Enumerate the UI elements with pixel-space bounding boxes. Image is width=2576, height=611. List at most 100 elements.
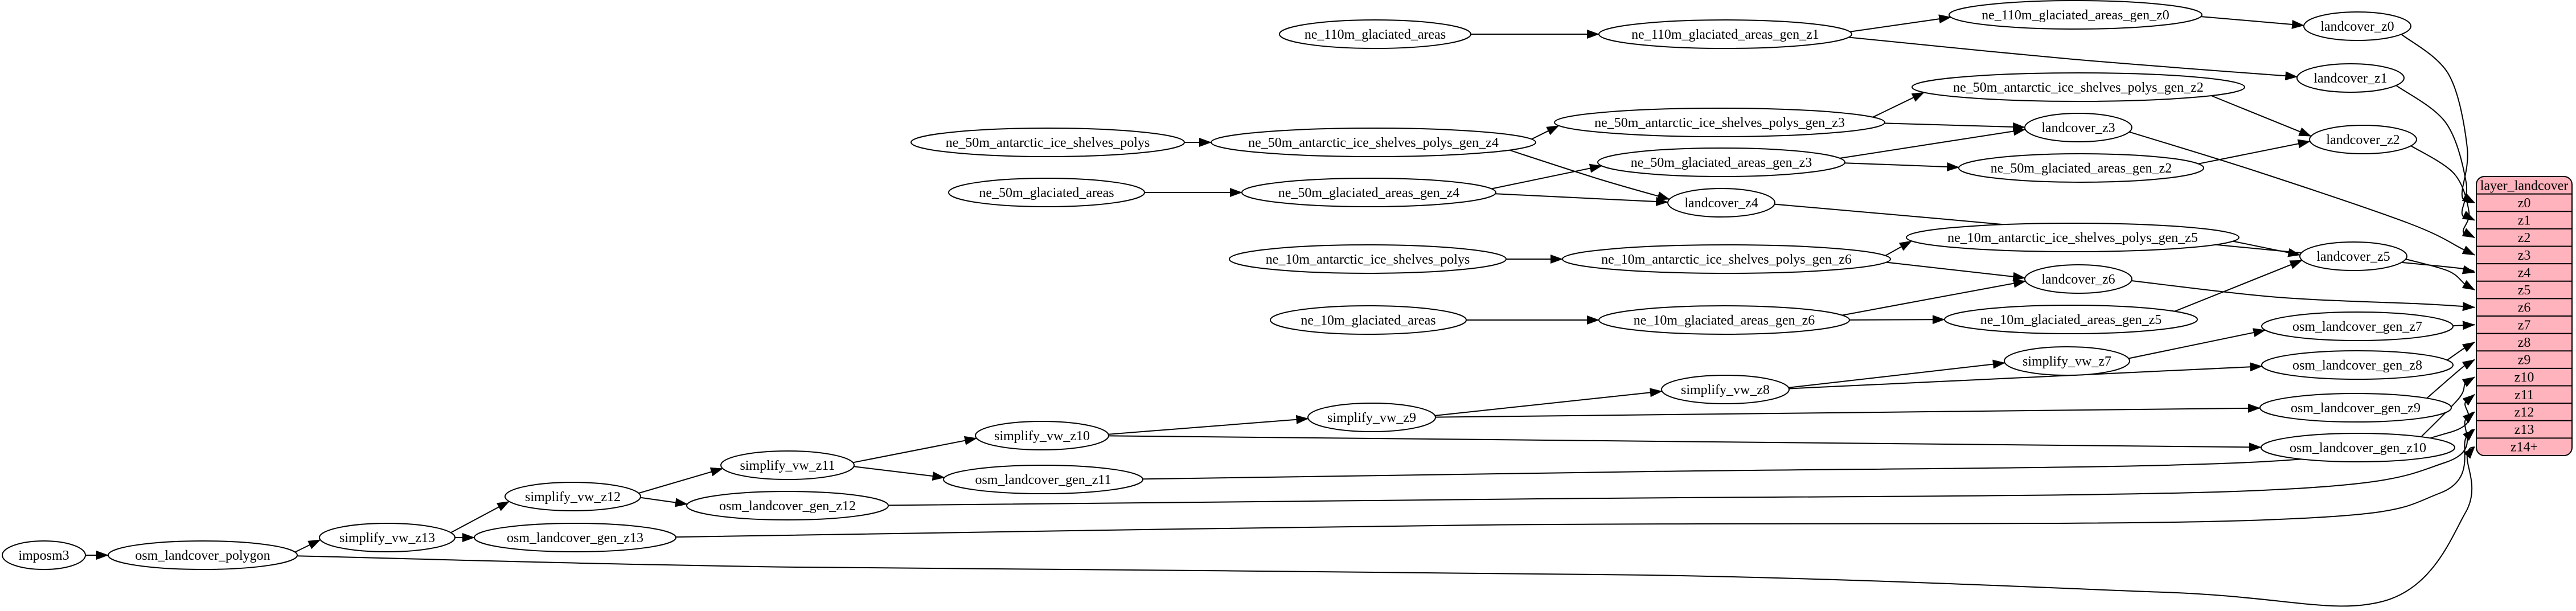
node-ne_50m_glaciated_areas_gen_z2: ne_50m_glaciated_areas_gen_z2 (1958, 153, 2204, 183)
node-simplify_vw_z11: simplify_vw_z11 (720, 450, 855, 480)
table-row-z0: z0 (2518, 196, 2531, 211)
node-label-landcover_z6: landcover_z6 (2041, 272, 2115, 287)
node-shape-landcover_z6 (2024, 264, 2132, 294)
node-label-ne_50m_glaciated_areas_gen_z4: ne_50m_glaciated_areas_gen_z4 (1278, 186, 1460, 200)
node-shape-ne_110m_glaciated_areas_gen_z1 (1598, 19, 1852, 49)
edge-simplify_vw_z10-to-osm_landcover_gen_z10 (1108, 435, 2262, 452)
node-ne_110m_glaciated_areas: ne_110m_glaciated_areas (1279, 19, 1471, 49)
node-landcover_z1: landcover_z1 (2296, 63, 2405, 93)
edge-ne_50m_antarctic_ice_shelves_polys_gen_z4-to-landcover_z4 (1509, 149, 1670, 200)
node-shape-ne_50m_glaciated_areas_gen_z4 (1241, 178, 1496, 207)
node-label-ne_110m_glaciated_areas_gen_z0: ne_110m_glaciated_areas_gen_z0 (1982, 8, 2169, 23)
table-row-z13: z13 (2515, 423, 2534, 437)
edge-ne_10m_antarctic_ice_shelves_polys_gen_z6-to-ne_10m_antarctic_ice_shelves_polys_gen_z5 (1885, 240, 1912, 256)
node-shape-imposm3 (2, 540, 86, 570)
node-label-osm_landcover_gen_z12: osm_landcover_gen_z12 (719, 499, 856, 514)
node-osm_landcover_gen_z8: osm_landcover_gen_z8 (2261, 350, 2454, 380)
edge-simplify_vw_z13-to-simplify_vw_z12 (450, 501, 510, 534)
table-row-z5: z5 (2518, 283, 2531, 298)
table-row-z12: z12 (2515, 405, 2534, 420)
node-label-osm_landcover_gen_z10: osm_landcover_gen_z10 (2290, 441, 2426, 456)
node-label-ne_10m_antarctic_ice_shelves_polys_gen_z5: ne_10m_antarctic_ice_shelves_polys_gen_z… (1947, 231, 2198, 245)
table-row-z11: z11 (2515, 388, 2534, 403)
node-simplify_vw_z8: simplify_vw_z8 (1661, 375, 1790, 404)
edge-simplify_vw_z8-to-simplify_vw_z7 (1788, 359, 2005, 388)
node-label-simplify_vw_z10: simplify_vw_z10 (994, 429, 1090, 444)
node-label-simplify_vw_z9: simplify_vw_z9 (1327, 411, 1416, 425)
node-shape-landcover_z0 (2303, 11, 2411, 41)
node-label-landcover_z3: landcover_z3 (2041, 121, 2115, 136)
edge-ne_50m_glaciated_areas_gen_z2-to-landcover_z2 (2198, 139, 2311, 165)
node-label-ne_110m_glaciated_areas: ne_110m_glaciated_areas (1305, 27, 1446, 42)
node-shape-landcover_z5 (2299, 241, 2407, 271)
edge-ne_10m_glaciated_areas_gen_z6-to-landcover_z6 (1842, 278, 2027, 316)
node-label-osm_landcover_gen_z9: osm_landcover_gen_z9 (2291, 401, 2421, 416)
node-simplify_vw_z12: simplify_vw_z12 (504, 482, 641, 511)
node-label-osm_landcover_gen_z13: osm_landcover_gen_z13 (507, 531, 643, 546)
edge-landcover_z6-to-layer_landcover-z6 (2131, 280, 2475, 311)
node-shape-landcover_z3 (2024, 113, 2132, 142)
edge-simplify_vw_z12-to-osm_landcover_gen_z12 (640, 497, 688, 507)
node-shape-ne_110m_glaciated_areas (1279, 19, 1471, 49)
node-label-ne_50m_antarctic_ice_shelves_polys: ne_50m_antarctic_ice_shelves_polys (946, 136, 1150, 150)
node-landcover_z3: landcover_z3 (2024, 113, 2132, 142)
node-label-simplify_vw_z7: simplify_vw_z7 (2023, 354, 2111, 369)
edge-ne_50m_antarctic_ice_shelves_polys_gen_z4-to-ne_50m_antarctic_ice_shelves_polys_gen_z3 (1531, 125, 1560, 140)
edge-landcover_z2-to-layer_landcover-z2 (2410, 145, 2475, 239)
table-row-z10: z10 (2515, 370, 2534, 385)
node-osm_landcover_polygon: osm_landcover_polygon (108, 540, 298, 570)
node-shape-ne_50m_antarctic_ice_shelves_polys_gen_z3 (1554, 108, 1885, 137)
node-osm_landcover_gen_z11: osm_landcover_gen_z11 (943, 465, 1143, 494)
edge-simplify_vw_z10-to-simplify_vw_z9 (1108, 415, 1309, 435)
node-shape-ne_10m_glaciated_areas_gen_z5 (1944, 305, 2198, 334)
node-osm_landcover_gen_z13: osm_landcover_gen_z13 (474, 523, 676, 552)
table-row-z7: z7 (2518, 318, 2531, 333)
node-shape-osm_landcover_gen_z12 (686, 491, 889, 520)
node-shape-simplify_vw_z13 (319, 523, 456, 552)
edge-ne_110m_glaciated_areas_gen_z1-to-landcover_z1 (1848, 36, 2298, 81)
node-shape-simplify_vw_z12 (504, 482, 641, 511)
node-shape-ne_110m_glaciated_areas_gen_z0 (1949, 0, 2202, 30)
node-ne_110m_glaciated_areas_gen_z0: ne_110m_glaciated_areas_gen_z0 (1949, 0, 2202, 30)
node-simplify_vw_z7: simplify_vw_z7 (2004, 346, 2130, 376)
edge-osm_landcover_gen_z11-to-layer_landcover-z11 (1142, 393, 2475, 480)
edge-ne_110m_glaciated_areas_gen_z1-to-ne_110m_glaciated_areas_gen_z0 (1849, 14, 1952, 32)
node-label-ne_50m_glaciated_areas_gen_z3: ne_50m_glaciated_areas_gen_z3 (1631, 155, 1812, 170)
edge-simplify_vw_z9-to-simplify_vw_z8 (1435, 388, 1663, 416)
edge-osm_landcover_gen_z7-to-layer_landcover-z7 (2452, 321, 2475, 330)
node-label-simplify_vw_z11: simplify_vw_z11 (740, 458, 835, 473)
edge-osm_landcover_gen_z13-to-layer_landcover-z13 (675, 429, 2475, 538)
node-ne_10m_antarctic_ice_shelves_polys: ne_10m_antarctic_ice_shelves_polys (1229, 244, 1507, 274)
edge-ne_50m_antarctic_ice_shelves_polys_gen_z3-to-ne_50m_antarctic_ice_shelves_polys_gen_z2 (1872, 92, 1925, 118)
edge-osm_landcover_polygon-to-layer_landcover-z14+ (297, 446, 2475, 607)
edge-osm_landcover_gen_z9-to-layer_landcover-z9 (2426, 359, 2475, 399)
node-label-osm_landcover_gen_z7: osm_landcover_gen_z7 (2292, 319, 2422, 334)
edge-ne_50m_antarctic_ice_shelves_polys_gen_z3-to-landcover_z3 (1884, 122, 2025, 132)
edge-landcover_z0-to-layer_landcover-z0 (2401, 34, 2475, 203)
node-ne_10m_antarctic_ice_shelves_polys_gen_z5: ne_10m_antarctic_ice_shelves_polys_gen_z… (1906, 223, 2239, 252)
node-label-imposm3: imposm3 (18, 548, 69, 563)
table-row-z1: z1 (2518, 214, 2531, 228)
node-ne_10m_glaciated_areas_gen_z6: ne_10m_glaciated_areas_gen_z6 (1598, 305, 1850, 335)
node-shape-simplify_vw_z8 (1661, 375, 1790, 404)
nodes-layer: imposm3 osm_landcover_polygon simplify_vw_… (2, 0, 2455, 570)
node-label-osm_landcover_polygon: osm_landcover_polygon (135, 548, 270, 563)
table-row-z8: z8 (2518, 335, 2531, 350)
node-label-ne_10m_antarctic_ice_shelves_polys: ne_10m_antarctic_ice_shelves_polys (1266, 252, 1470, 267)
edge-ne_50m_glaciated_areas_gen_z4-to-landcover_z4 (1495, 193, 1669, 206)
node-shape-ne_10m_antarctic_ice_shelves_polys (1229, 244, 1507, 274)
node-label-landcover_z1: landcover_z1 (2314, 71, 2387, 86)
node-label-ne_110m_glaciated_areas_gen_z1: ne_110m_glaciated_areas_gen_z1 (1631, 27, 1819, 42)
edge-landcover_z3-to-layer_landcover-z3 (2129, 131, 2475, 256)
node-shape-osm_landcover_gen_z7 (2261, 311, 2454, 341)
node-label-ne_10m_glaciated_areas_gen_z5: ne_10m_glaciated_areas_gen_z5 (1980, 313, 2162, 327)
node-shape-osm_landcover_gen_z10 (2261, 433, 2455, 462)
node-shape-osm_landcover_gen_z11 (943, 465, 1143, 494)
edge-ne_50m_glaciated_areas_gen_z4-to-ne_50m_glaciated_areas_gen_z3 (1491, 163, 1602, 190)
edge-ne_10m_antarctic_ice_shelves_polys_gen_z5-to-landcover_z5 (2233, 240, 2301, 257)
node-ne_50m_glaciated_areas: ne_50m_glaciated_areas (948, 178, 1145, 207)
node-label-simplify_vw_z12: simplify_vw_z12 (525, 490, 621, 505)
node-shape-ne_10m_antarctic_ice_shelves_polys_gen_z5 (1906, 223, 2239, 252)
